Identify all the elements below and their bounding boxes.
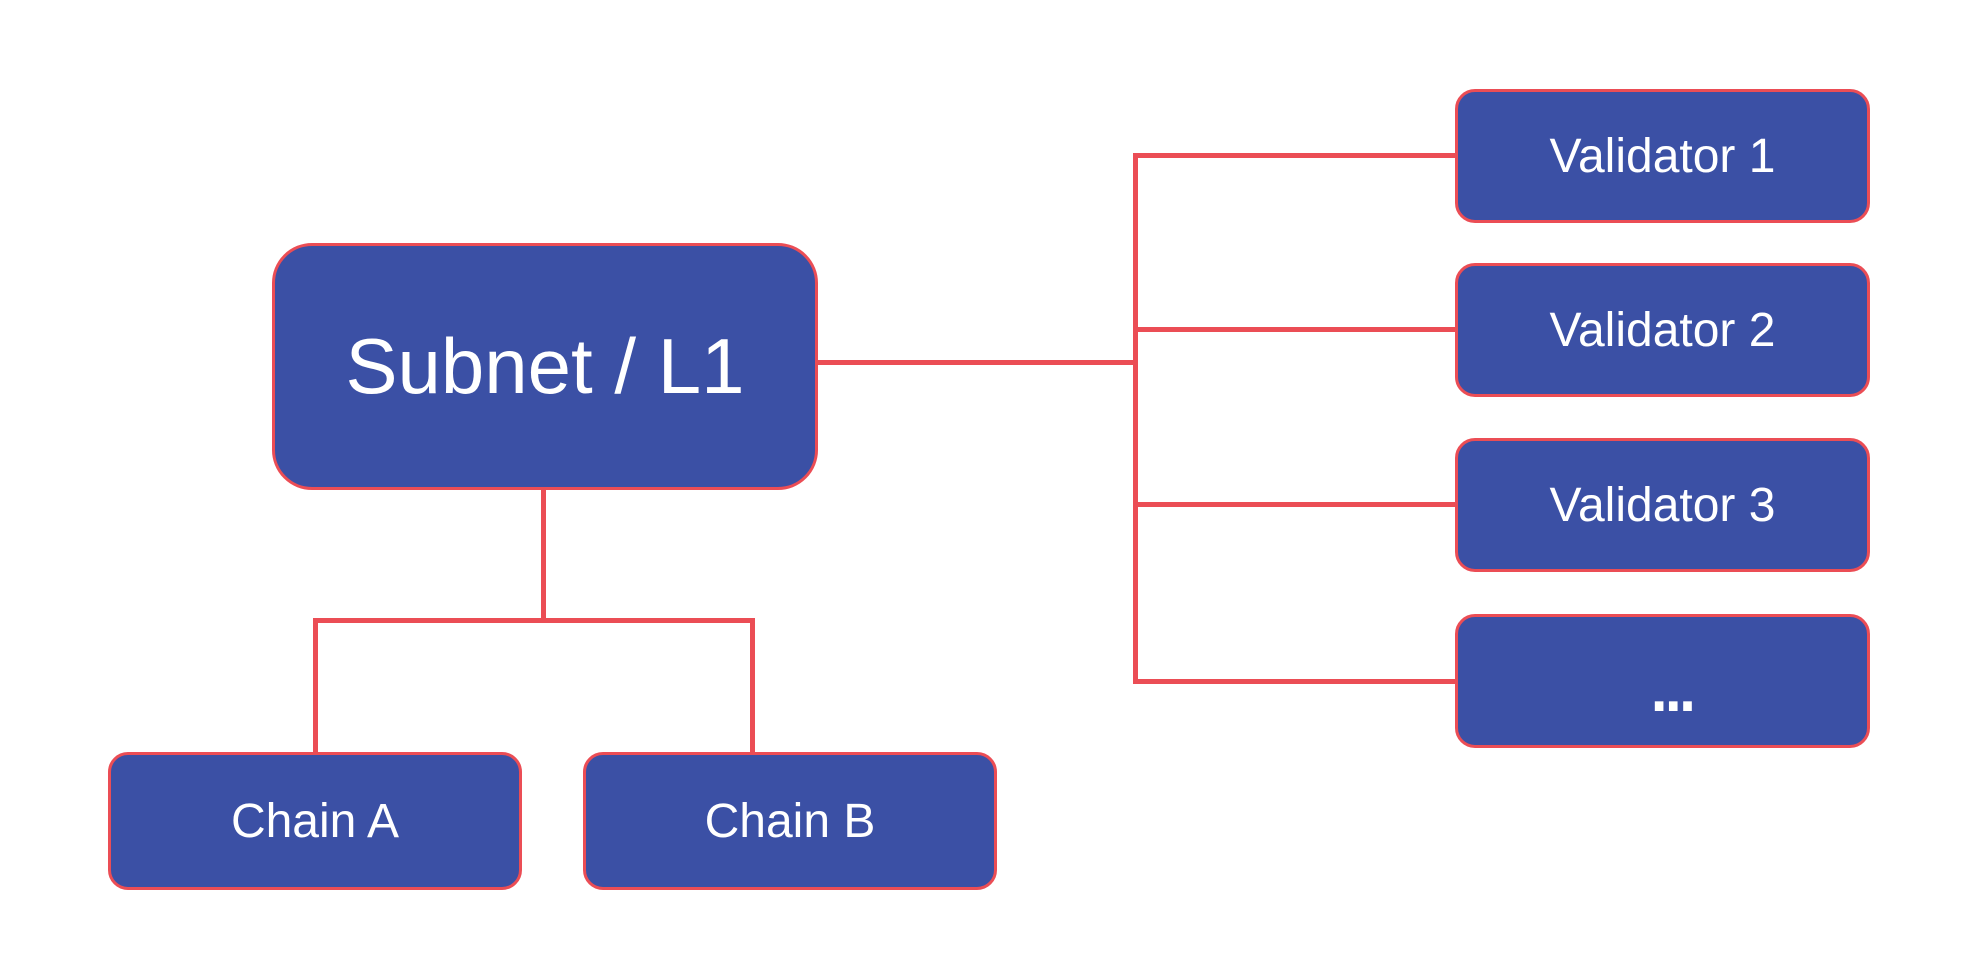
edge-subnet-to-validator-trunk	[816, 360, 1138, 365]
validator-3-node: Validator 3	[1455, 438, 1870, 572]
chain-a-node: Chain A	[108, 752, 522, 890]
validator-2-label: Validator 2	[1549, 303, 1776, 357]
validator-1-node: Validator 1	[1455, 89, 1870, 223]
validator-more-label: ...	[1646, 631, 1701, 731]
edge-chains-crossbar	[313, 618, 755, 623]
edge-trunk-to-validator-more	[1135, 679, 1457, 684]
validator-more-node: ...	[1455, 614, 1870, 748]
edge-trunk-to-validator-2	[1135, 327, 1457, 332]
edge-trunk-to-validator-3	[1135, 502, 1457, 507]
subnet-l1-label: Subnet / L1	[345, 322, 745, 410]
chain-b-label: Chain B	[704, 794, 876, 848]
edge-validator-trunk	[1133, 153, 1138, 684]
chain-b-node: Chain B	[583, 752, 997, 890]
validator-1-label: Validator 1	[1549, 129, 1776, 183]
edge-trunk-to-validator-1	[1135, 153, 1457, 158]
subnet-l1-node: Subnet / L1	[272, 243, 818, 490]
validator-3-label: Validator 3	[1549, 478, 1776, 532]
edge-crossbar-to-chain-a	[313, 618, 318, 755]
edge-crossbar-to-chain-b	[750, 618, 755, 755]
chain-a-label: Chain A	[230, 794, 400, 848]
edge-subnet-to-chains	[541, 488, 546, 623]
validator-2-node: Validator 2	[1455, 263, 1870, 397]
